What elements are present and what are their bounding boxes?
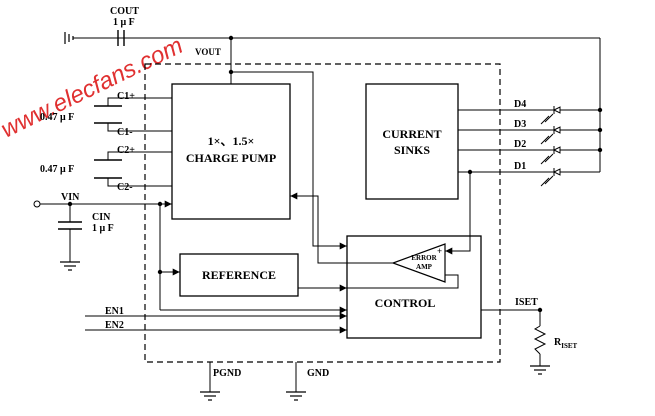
charge-pump-label-1: 1×、1.5× bbox=[208, 134, 255, 148]
gnd-pin-label: GND bbox=[307, 368, 329, 379]
error-amp-plus: + bbox=[437, 246, 442, 256]
current-sinks-label-2: SINKS bbox=[394, 143, 430, 157]
c2-capacitor bbox=[94, 159, 122, 179]
led-diodes bbox=[552, 106, 561, 176]
d4-pin-label: D4 bbox=[514, 99, 526, 110]
cout-ground bbox=[64, 32, 74, 44]
charge-pump-block: 1×、1.5× CHARGE PUMP bbox=[171, 83, 291, 220]
riset-sub-label: ISET bbox=[561, 342, 577, 350]
reference-block: REFERENCE bbox=[179, 253, 299, 297]
d3-pin-label: D3 bbox=[514, 119, 526, 130]
cap2-value-label: 0.47 μ F bbox=[40, 164, 74, 175]
vout-pin-label: VOUT bbox=[195, 47, 221, 57]
c1p-pin-label: C1+ bbox=[117, 91, 135, 102]
current-sinks-label-1: CURRENT bbox=[382, 127, 441, 141]
pgnd-ground-icon bbox=[200, 391, 220, 401]
d2-pin-label: D2 bbox=[514, 139, 526, 150]
d1-pin-label: D1 bbox=[514, 161, 526, 172]
vin-terminal bbox=[33, 200, 41, 208]
c2m-pin-label: C2- bbox=[117, 182, 133, 193]
error-amp: ERROR AMP + - bbox=[391, 243, 446, 284]
c2p-pin-label: C2+ bbox=[117, 145, 135, 156]
cin-name-label: CIN bbox=[92, 212, 111, 223]
en2-pin-label: EN2 bbox=[105, 320, 124, 331]
riset-main-label: R bbox=[554, 337, 562, 348]
cout-capacitor bbox=[117, 30, 125, 46]
cin-capacitor bbox=[58, 221, 82, 230]
error-amp-label-2: AMP bbox=[416, 263, 433, 271]
en1-pin-label: EN1 bbox=[105, 306, 124, 317]
control-label: CONTROL bbox=[375, 296, 436, 310]
gnd-ground-icon bbox=[286, 391, 306, 401]
cout-name-label: COUT bbox=[110, 6, 139, 17]
pgnd-pin-label: PGND bbox=[213, 368, 241, 379]
wires bbox=[40, 37, 601, 392]
cin-ground-icon bbox=[60, 261, 80, 271]
c1m-pin-label: C1- bbox=[117, 127, 133, 138]
error-amp-minus: - bbox=[437, 274, 440, 284]
cout-value-label: 1 μ F bbox=[113, 17, 135, 28]
watermark: www.elecfans.com bbox=[0, 32, 187, 143]
led-emission-arrows bbox=[540, 113, 554, 187]
cin-value-label: 1 μ F bbox=[92, 223, 114, 234]
control-block: CONTROL bbox=[346, 235, 482, 339]
chip-boundary bbox=[144, 63, 501, 363]
current-sinks-block: CURRENT SINKS bbox=[365, 83, 459, 200]
charge-pump-label-2: CHARGE PUMP bbox=[186, 151, 276, 165]
reference-label: REFERENCE bbox=[202, 268, 276, 282]
riset-label: RISET bbox=[554, 337, 578, 350]
iset-pin-label: ISET bbox=[515, 297, 538, 308]
junction-dots bbox=[67, 35, 603, 313]
signal-arrows bbox=[162, 109, 470, 334]
vin-pin-label: VIN bbox=[61, 192, 80, 203]
riset-resistor bbox=[533, 325, 547, 355]
cap1-value-label: 0.47 μ F bbox=[40, 112, 74, 123]
riset-ground-icon bbox=[530, 365, 550, 375]
c1-capacitor bbox=[94, 105, 122, 124]
error-amp-label-1: ERROR bbox=[411, 254, 437, 262]
